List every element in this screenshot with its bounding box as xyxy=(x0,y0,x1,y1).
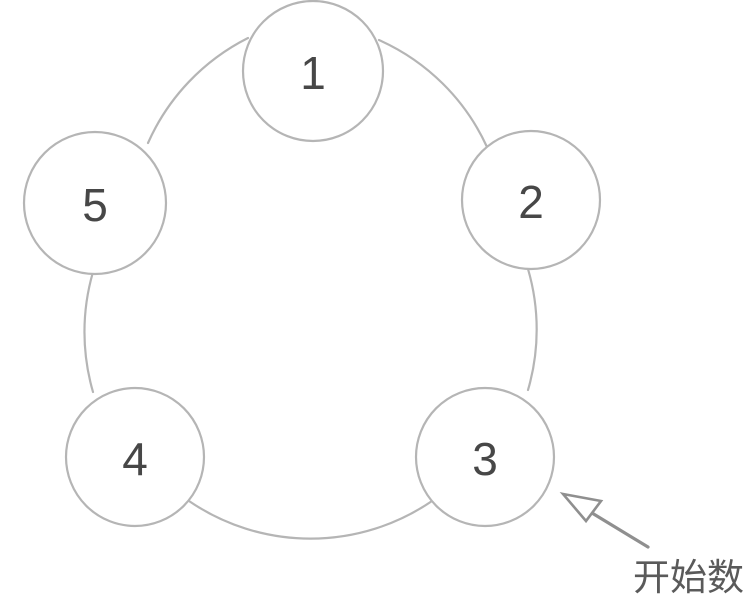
node-circle-3[interactable] xyxy=(414,386,556,528)
edge-2-to-3 xyxy=(526,267,538,392)
node-group: 1 2 3 4 5 xyxy=(22,0,602,528)
node-1[interactable]: 1 xyxy=(241,0,385,143)
edge-1-to-2 xyxy=(377,38,489,149)
node-3[interactable]: 3 xyxy=(414,386,556,528)
edge-group xyxy=(83,36,538,540)
node-circle-5[interactable] xyxy=(22,130,168,276)
arrow-head-icon xyxy=(559,492,604,524)
edge-5-to-1 xyxy=(146,36,250,145)
node-4[interactable]: 4 xyxy=(64,386,206,528)
node-circle-2[interactable] xyxy=(460,129,602,271)
node-label-4: 4 xyxy=(122,433,148,485)
node-label-2: 2 xyxy=(518,176,544,228)
node-2[interactable]: 2 xyxy=(460,129,602,271)
edge-4-to-5 xyxy=(83,270,95,394)
node-label-5: 5 xyxy=(82,179,108,231)
node-label-3: 3 xyxy=(472,433,498,485)
annotation-arrow xyxy=(559,492,650,549)
arrow-shaft xyxy=(590,511,650,549)
annotation-label: 开始数 xyxy=(633,556,744,599)
node-5[interactable]: 5 xyxy=(22,130,168,276)
node-circle-1[interactable] xyxy=(241,0,385,143)
node-label-1: 1 xyxy=(300,47,326,99)
node-circle-4[interactable] xyxy=(64,386,206,528)
edge-3-to-4 xyxy=(187,499,434,540)
